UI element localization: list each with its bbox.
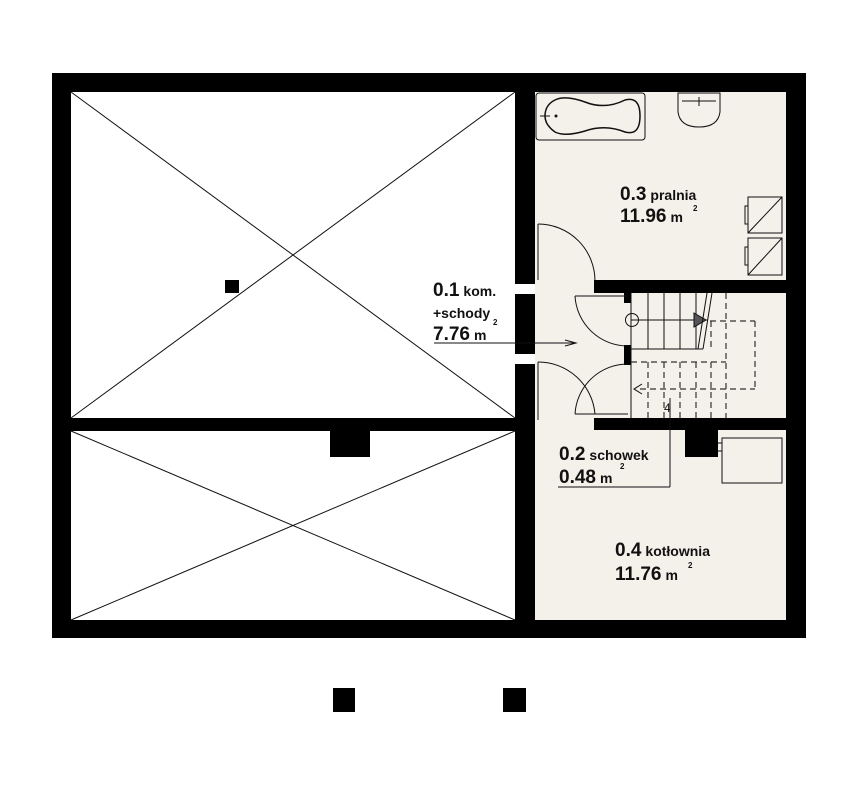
svg-text:11.76m: 11.76m — [615, 564, 678, 585]
void-lower — [70, 430, 516, 621]
walls — [52, 73, 806, 712]
wall-pralnia-stairs — [594, 280, 786, 293]
washbasin — [677, 92, 721, 128]
stair-down-arrow — [633, 383, 643, 395]
door-swing-schowek — [574, 363, 629, 415]
wall-left — [52, 73, 71, 638]
door-swing-pralnia — [537, 223, 596, 282]
svg-text:2: 2 — [620, 462, 625, 471]
pillar-right — [503, 688, 526, 712]
wall-middle-mid — [515, 294, 535, 354]
wall-right — [786, 73, 806, 638]
wall-stairs-kotlownia — [594, 418, 786, 430]
svg-text:2: 2 — [688, 561, 693, 570]
stair-start-circle — [625, 313, 639, 327]
column-marker — [225, 280, 239, 293]
dryer — [744, 237, 783, 276]
washing-machine — [744, 196, 783, 234]
svg-text:+schody: +schody — [433, 305, 490, 321]
leader-arrow-0-1 — [564, 339, 578, 347]
chimney-right — [685, 430, 718, 457]
boiler — [718, 437, 783, 484]
schowek-outline — [558, 398, 671, 488]
svg-text:11.96m: 11.96m — [620, 206, 683, 227]
door-swing-kotlownia — [537, 361, 596, 415]
doors — [537, 223, 629, 420]
void-upper — [70, 91, 516, 419]
svg-text:2: 2 — [493, 318, 498, 327]
door-swing-stairs — [574, 295, 629, 347]
wall-horizontal-left — [71, 418, 515, 431]
stair-step-number: 4 — [664, 401, 671, 415]
svg-text:0.48m: 0.48m — [559, 467, 612, 488]
wall-stair-stub-top — [624, 293, 632, 303]
wall-middle-lower — [515, 364, 535, 620]
wall-stair-stub-mid — [624, 345, 632, 365]
pillar-left — [333, 688, 355, 712]
chimney-left — [330, 431, 370, 457]
wall-bottom — [52, 620, 806, 638]
svg-text:7.76m: 7.76m — [433, 324, 486, 345]
staircase — [625, 292, 786, 418]
svg-text:2: 2 — [693, 204, 698, 213]
stair-direction-arrow — [693, 312, 707, 328]
wall-top — [52, 73, 806, 92]
bathtub — [535, 92, 646, 141]
wall-middle-upper — [515, 92, 535, 284]
